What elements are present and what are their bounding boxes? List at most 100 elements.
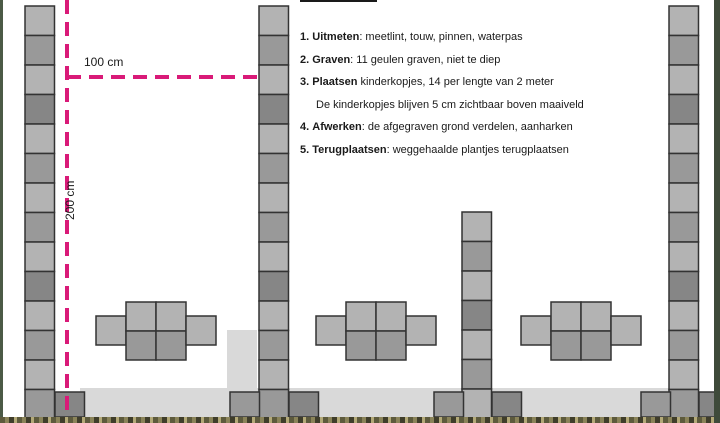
step-item: 4. Afwerken: de afgegraven grond verdele… xyxy=(300,116,584,139)
paving-stone xyxy=(258,5,290,37)
paving-stone xyxy=(258,211,290,243)
instruction-steps: 1. Uitmeten: meetlint, touw, pinnen, wat… xyxy=(300,26,584,161)
paving-stone xyxy=(550,301,582,332)
paving-stone xyxy=(24,359,56,391)
paving-stone xyxy=(258,241,290,273)
paving-stone xyxy=(461,329,493,361)
frame-right-edge xyxy=(714,0,720,423)
paving-stone xyxy=(668,211,700,243)
paving-stone xyxy=(668,241,700,273)
dimension-lines xyxy=(65,0,259,423)
paving-stone xyxy=(258,64,290,96)
paving-stone xyxy=(95,315,127,346)
paving-stone xyxy=(258,123,290,155)
step-term: Graven xyxy=(312,53,351,66)
paving-stone xyxy=(668,34,700,66)
paving-stone xyxy=(668,152,700,184)
paving-stone xyxy=(125,301,157,332)
paving-stone xyxy=(668,5,700,37)
step-text: : de afgegraven grond verdelen, aanharke… xyxy=(361,121,573,133)
paving-stone xyxy=(125,330,157,361)
paving-stone xyxy=(668,93,700,125)
paving-stone xyxy=(24,64,56,96)
step-number: 4. xyxy=(300,121,310,133)
paving-stone xyxy=(229,391,261,418)
step-item: 5. Terugplaatsen: weggehaalde plantjes t… xyxy=(300,139,584,162)
step-term: Terugplaatsen xyxy=(312,143,387,156)
paving-stone xyxy=(155,301,187,332)
paving-stone xyxy=(24,300,56,332)
cut-off-heading: ▬▬▬▬▬▬▬ xyxy=(300,0,377,5)
paving-stone xyxy=(54,391,86,418)
paving-stone xyxy=(258,329,290,361)
paving-stone xyxy=(461,299,493,331)
step-item: 3. Plaatsen kinderkopjes, 14 per lengte … xyxy=(300,71,584,94)
paving-stone xyxy=(258,152,290,184)
paving-stone xyxy=(461,211,493,243)
paving-stone xyxy=(433,391,465,418)
paving-stone xyxy=(668,123,700,155)
paving-stone xyxy=(520,315,552,346)
paving-stone xyxy=(610,315,642,346)
paving-stone xyxy=(375,301,407,332)
height-dimension-label: 200 cm xyxy=(63,180,77,220)
step-number: 1. xyxy=(300,31,310,43)
paving-stone xyxy=(461,358,493,390)
step-note: De kinderkopjes blijven 5 cm zichtbaar b… xyxy=(300,94,584,117)
stone-layer xyxy=(24,5,720,420)
step-note-text: De kinderkopjes blijven 5 cm zichtbaar b… xyxy=(316,98,584,111)
paving-stone xyxy=(258,359,290,391)
paving-stone xyxy=(258,182,290,214)
paving-stone xyxy=(288,391,320,418)
paving-stone xyxy=(24,270,56,302)
step-number: 2. xyxy=(300,53,310,66)
paving-stone xyxy=(258,270,290,302)
paving-stone xyxy=(24,152,56,184)
step-term: Plaatsen xyxy=(312,76,358,88)
paving-stone xyxy=(345,301,377,332)
paving-stone xyxy=(580,330,612,361)
step-text: : 11 geulen graven, niet te diep xyxy=(350,53,501,66)
paving-stone xyxy=(155,330,187,361)
frame-left-edge xyxy=(0,0,3,423)
paving-stone xyxy=(24,182,56,214)
paving-stone xyxy=(24,388,56,420)
paving-stone xyxy=(668,359,700,391)
paving-stone xyxy=(668,64,700,96)
paving-stone xyxy=(24,329,56,361)
paving-stone xyxy=(640,391,672,418)
paving-stone xyxy=(185,315,217,346)
paving-stone xyxy=(375,330,407,361)
paving-stone xyxy=(668,270,700,302)
paving-stone xyxy=(258,34,290,66)
paving-stone xyxy=(461,270,493,302)
paving-stone xyxy=(491,391,523,418)
paving-stone xyxy=(461,240,493,272)
step-item: 2. Graven: 11 geulen graven, niet te die… xyxy=(300,49,584,72)
paving-stone xyxy=(24,241,56,273)
paving-stone xyxy=(24,5,56,37)
step-text: : meetlint, touw, pinnen, waterpas xyxy=(359,31,523,43)
soil-strip xyxy=(0,417,720,423)
paving-stone xyxy=(258,93,290,125)
step-text: : weggehaalde plantjes terugplaatsen xyxy=(386,143,569,156)
paving-stone xyxy=(550,330,582,361)
excavated-ground xyxy=(80,388,680,417)
paving-stone xyxy=(668,182,700,214)
paving-stone xyxy=(315,315,347,346)
step-text: kinderkopjes, 14 per lengte van 2 meter xyxy=(357,76,554,88)
paving-stone xyxy=(668,300,700,332)
step-term: Afwerken xyxy=(312,121,362,133)
paving-stone xyxy=(345,330,377,361)
paving-stone xyxy=(258,300,290,332)
paving-stone xyxy=(24,34,56,66)
paving-stone xyxy=(580,301,612,332)
paving-stone xyxy=(24,123,56,155)
paving-stone xyxy=(24,211,56,243)
paving-stone xyxy=(461,388,493,420)
paving-stone xyxy=(668,388,700,420)
paving-stone xyxy=(405,315,437,346)
paving-stone xyxy=(24,93,56,125)
step-number: 5. xyxy=(300,143,310,156)
